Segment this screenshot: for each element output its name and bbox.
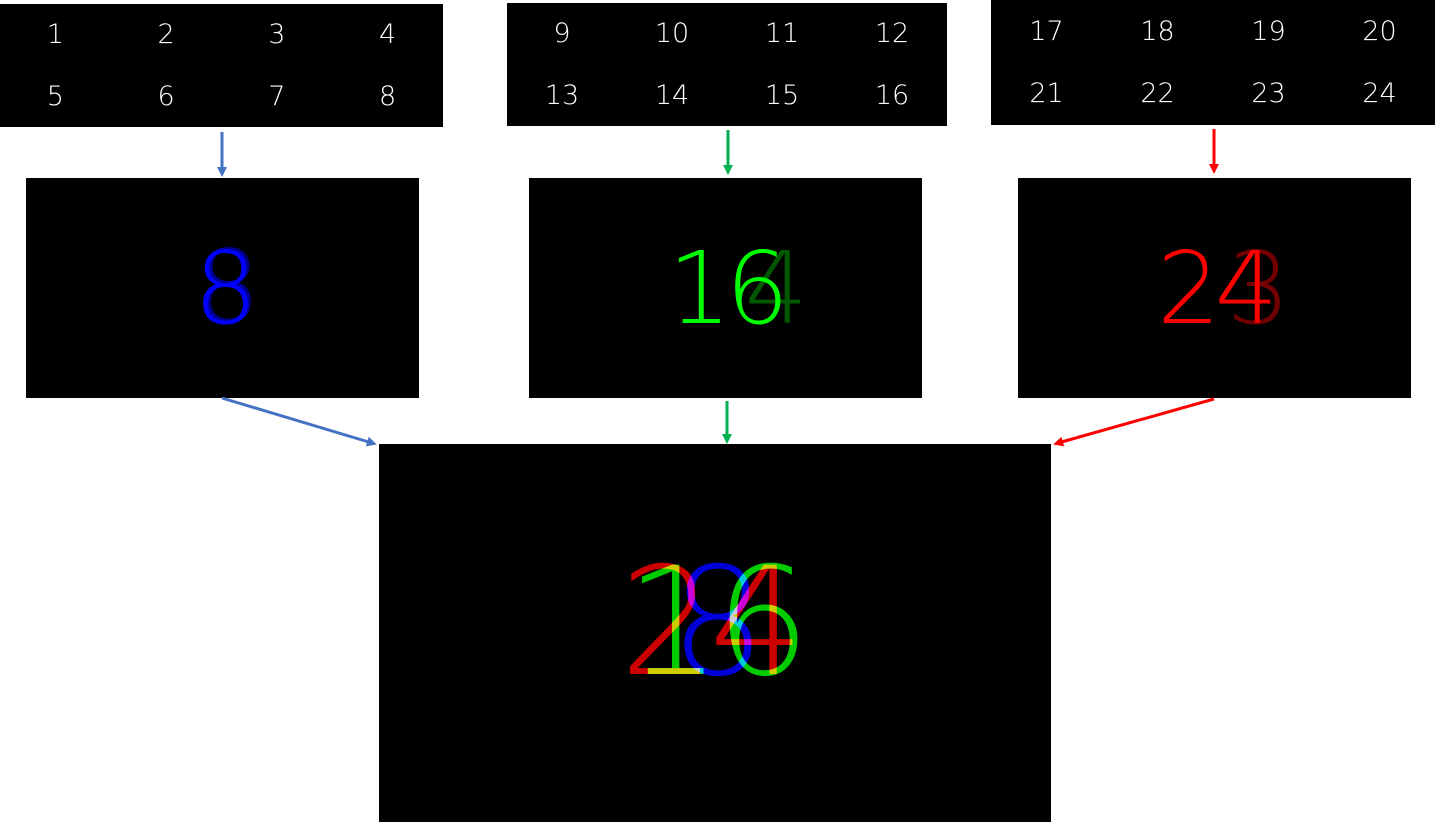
composite-green-layer: 16 <box>625 536 811 710</box>
grid-cell: 23 <box>1251 78 1286 110</box>
green-channel-number: 16 <box>667 229 789 347</box>
grid-cell: 7 <box>268 80 286 112</box>
grid-cell: 3 <box>268 19 286 51</box>
grid-cell: 5 <box>46 80 64 112</box>
grid-cell: 19 <box>1251 15 1286 47</box>
grid-panel-1: 1 2 3 4 5 6 7 8 <box>0 4 443 127</box>
grid-cell: 17 <box>1029 15 1064 47</box>
grid-cell: 18 <box>1140 15 1175 47</box>
grid-cell: 24 <box>1362 78 1397 110</box>
grid-cell: 12 <box>874 18 910 50</box>
grid-cell: 13 <box>544 79 580 111</box>
grid-cell: 4 <box>379 19 397 51</box>
red-arrow-to-composite <box>1053 397 1215 447</box>
grid-panel-2: 9 10 11 12 13 14 15 16 <box>507 3 947 126</box>
grid-cell: 16 <box>874 79 910 111</box>
composite-panel: 8 16 24 <box>379 444 1051 822</box>
blue-channel-digit: 8 <box>193 229 258 347</box>
grid-cell: 2 <box>157 19 175 51</box>
blue-arrow-to-composite <box>221 396 377 447</box>
grid-cell: 1 <box>46 19 64 51</box>
grid-cell: 14 <box>654 79 690 111</box>
composite-blue-layer: 8 <box>670 536 765 710</box>
red-channel-number: 24 <box>1156 229 1278 347</box>
blue-channel-panel: 8 8 <box>26 178 419 398</box>
green-ghost-digit: 4 <box>744 229 808 347</box>
grid-cell: 10 <box>654 18 690 50</box>
grid-panel-3: 17 18 19 20 21 22 23 24 <box>991 0 1435 125</box>
red-ghost-digit: 3 <box>1226 229 1291 347</box>
grid-cell: 21 <box>1029 78 1064 110</box>
red-channel-panel: 3 24 <box>1018 178 1411 398</box>
grid-cell: 9 <box>553 18 571 50</box>
grid-cell: 6 <box>157 80 175 112</box>
grid-cell: 20 <box>1362 15 1397 47</box>
grid-cell: 15 <box>764 79 800 111</box>
composite-red-layer: 24 <box>619 536 805 710</box>
grid-cell: 22 <box>1140 78 1175 110</box>
grid-cell: 11 <box>764 18 800 50</box>
green-channel-panel: 4 16 <box>529 178 922 398</box>
grid-cell: 8 <box>379 80 397 112</box>
